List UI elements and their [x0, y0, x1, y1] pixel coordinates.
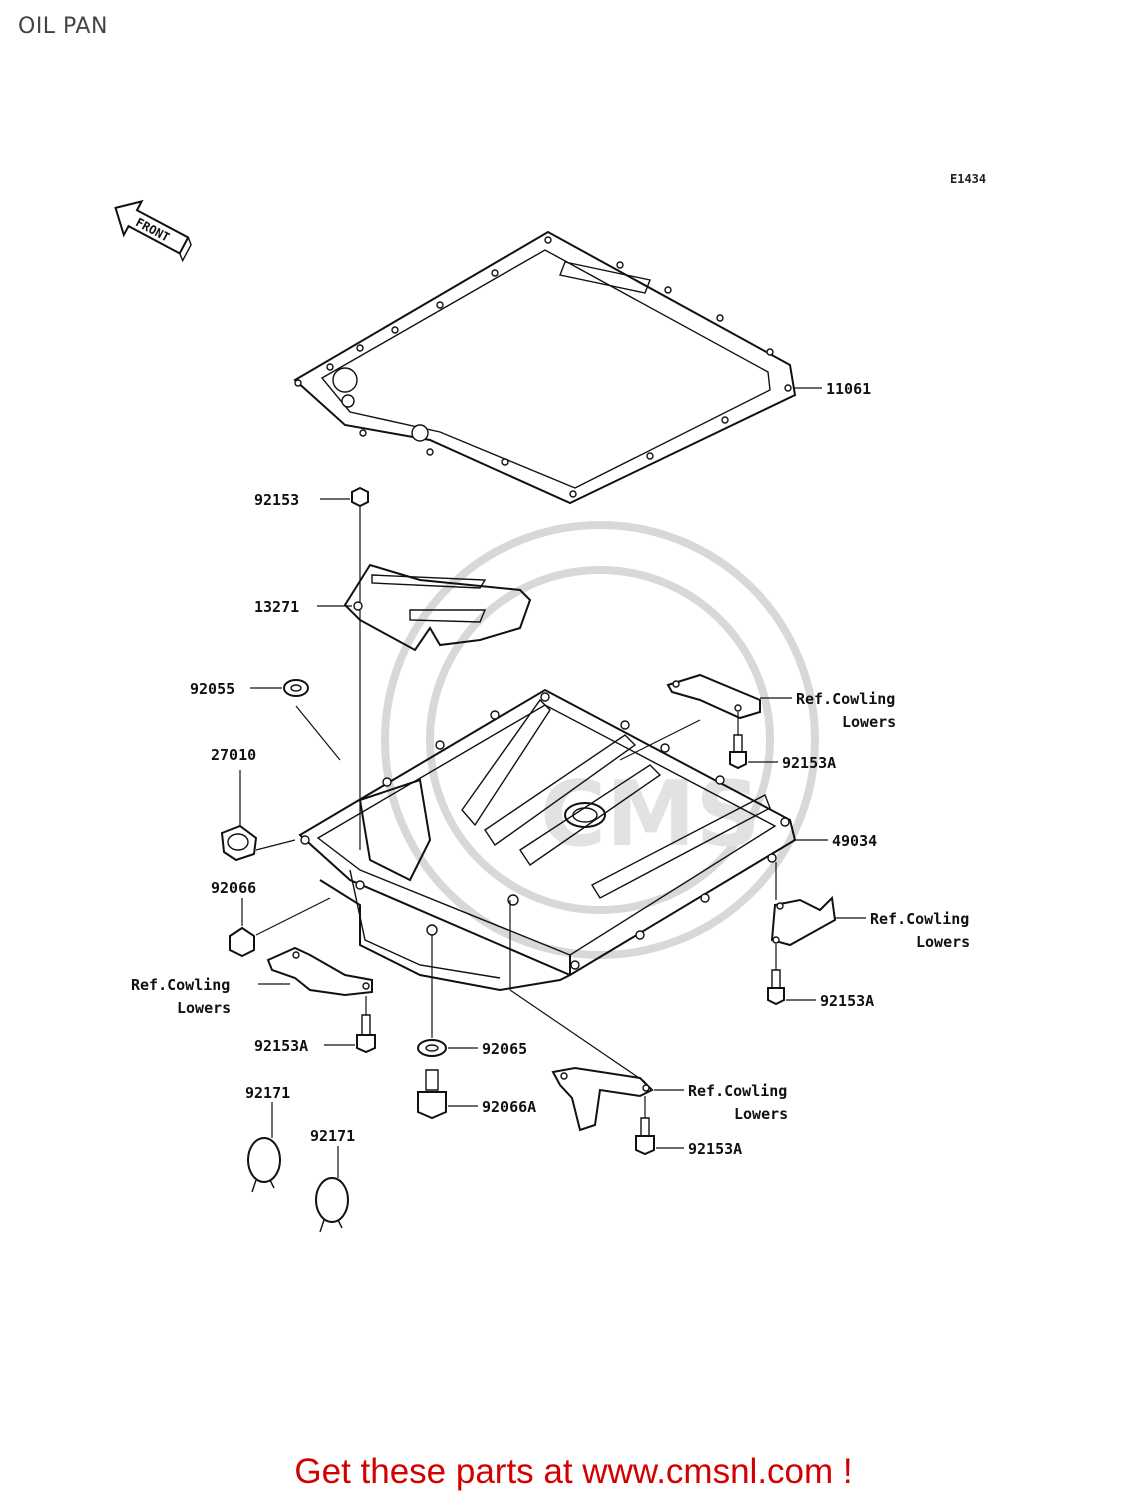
- label-92066A: 92066A: [482, 1098, 536, 1116]
- ref-cowling-1-line1: Ref.Cowling: [796, 690, 895, 708]
- label-92153-top: 92153: [254, 491, 299, 509]
- bolt-92153A-bottom: [635, 1117, 655, 1156]
- washer-92065: [417, 1039, 447, 1057]
- label-92171-b: 92171: [310, 1127, 355, 1145]
- ref-cowling-2-line2: Lowers: [916, 933, 970, 951]
- plug-92066: [229, 926, 255, 958]
- label-27010: 27010: [211, 746, 256, 764]
- oil-pan-49034: [298, 688, 797, 992]
- label-92066: 92066: [211, 879, 256, 897]
- washer-92055: [283, 679, 309, 697]
- ref-cowling-4-line1: Ref.Cowling: [688, 1082, 787, 1100]
- bolt-92153A-right-1: [729, 734, 747, 770]
- oil-pan-diagram: CMS FRONT 11061: [114, 199, 970, 1233]
- page-title: OIL PAN: [18, 14, 108, 39]
- cowling-bracket-right-mid: [770, 895, 837, 947]
- ref-cowling-3-line1: Ref.Cowling: [131, 976, 230, 994]
- bolt-92153A-left: [356, 1014, 376, 1054]
- watermark-logo: CMS: [381, 521, 819, 959]
- ref-cowling-2-line1: Ref.Cowling: [870, 910, 969, 928]
- label-92153A-left: 92153A: [254, 1037, 308, 1055]
- drain-bolt-92066A: [417, 1069, 447, 1120]
- baffle-plate-13271: [343, 563, 532, 652]
- diagram-code: E1434: [950, 172, 987, 186]
- label-13271: 13271: [254, 598, 299, 616]
- cowling-bracket-left: [266, 946, 373, 997]
- label-49034: 49034: [832, 832, 877, 850]
- front-arrow-icon: FRONT: [114, 199, 192, 263]
- ref-cowling-3-line2: Lowers: [177, 999, 231, 1017]
- label-92065: 92065: [482, 1040, 527, 1058]
- cowling-bracket-right-top: [666, 673, 761, 720]
- gasket-11061: [293, 230, 797, 505]
- label-92153A-bottom: 92153A: [688, 1140, 742, 1158]
- label-92171-a: 92171: [245, 1084, 290, 1102]
- ref-cowling-4-line2: Lowers: [734, 1105, 788, 1123]
- label-92055: 92055: [190, 680, 235, 698]
- label-11061: 11061: [826, 380, 871, 398]
- label-92153A-right-2: 92153A: [820, 992, 874, 1010]
- oil-pressure-switch-27010: [220, 824, 258, 862]
- bolt-92153: [351, 486, 369, 850]
- bolt-92153A-right-2: [767, 969, 785, 1006]
- cowling-bracket-bottom: [551, 1066, 654, 1132]
- label-92153A-right-1: 92153A: [782, 754, 836, 772]
- clamp-92171-a: [247, 1137, 281, 1193]
- ref-cowling-1-line2: Lowers: [842, 713, 896, 731]
- call-to-action-link[interactable]: Get these parts at www.cmsnl.com !: [294, 1452, 853, 1491]
- clamp-92171-b: [315, 1177, 349, 1233]
